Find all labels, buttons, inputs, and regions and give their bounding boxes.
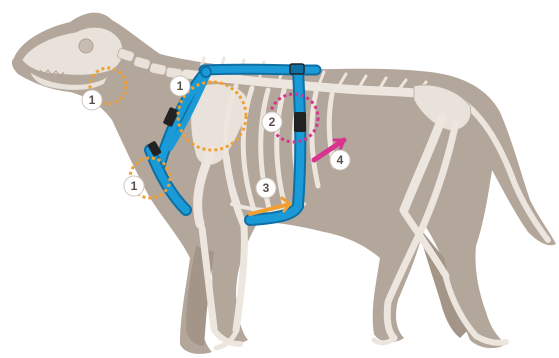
marker-chest: 1 bbox=[124, 176, 144, 196]
marker-neck-label: 1 bbox=[177, 79, 184, 93]
leash-attachment bbox=[201, 67, 211, 77]
skull-bone bbox=[22, 27, 123, 75]
marker-belly: 3 bbox=[256, 178, 276, 198]
marker-neck: 1 bbox=[170, 76, 190, 96]
marker-flank-label: 4 bbox=[337, 153, 344, 167]
marker-back: 2 bbox=[262, 112, 282, 132]
eye-socket bbox=[79, 39, 93, 53]
marker-back-label: 2 bbox=[269, 115, 276, 129]
marker-belly-label: 3 bbox=[263, 181, 270, 195]
marker-chest-label: 1 bbox=[131, 179, 138, 193]
marker-throat: 1 bbox=[82, 90, 102, 110]
marker-flank: 4 bbox=[330, 150, 350, 170]
back-ring bbox=[290, 64, 304, 74]
marker-throat-label: 1 bbox=[89, 93, 96, 107]
girth-buckle bbox=[294, 112, 306, 132]
